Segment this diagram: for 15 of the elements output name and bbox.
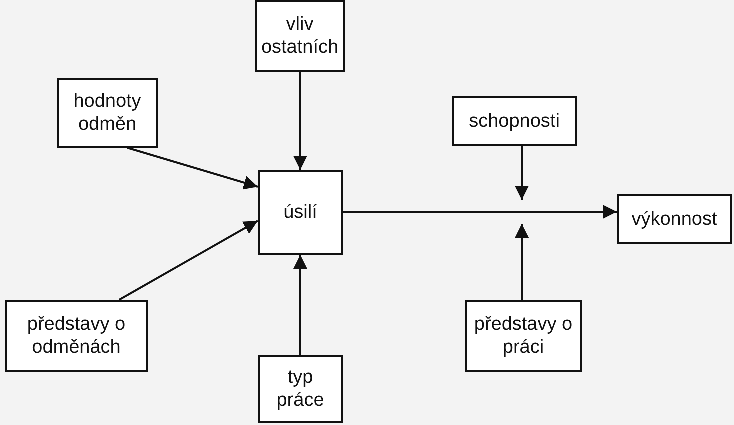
text-box: typ práce [258, 355, 343, 423]
arrow [343, 205, 617, 220]
text-box: představy o odměnách [5, 300, 148, 372]
text-box: schopnosti [452, 96, 577, 146]
text-box: úsilí [258, 170, 343, 255]
text-box: výkonnost [617, 194, 732, 244]
arrow [515, 146, 529, 200]
arrow [515, 224, 530, 300]
text-box: představy o práci [465, 300, 582, 372]
text-box: hodnoty odměn [57, 78, 158, 148]
arrow [118, 220, 258, 301]
text-box: vliv ostatních [255, 0, 345, 72]
arrow [293, 72, 308, 170]
arrow [127, 147, 258, 190]
arrow [294, 255, 308, 355]
